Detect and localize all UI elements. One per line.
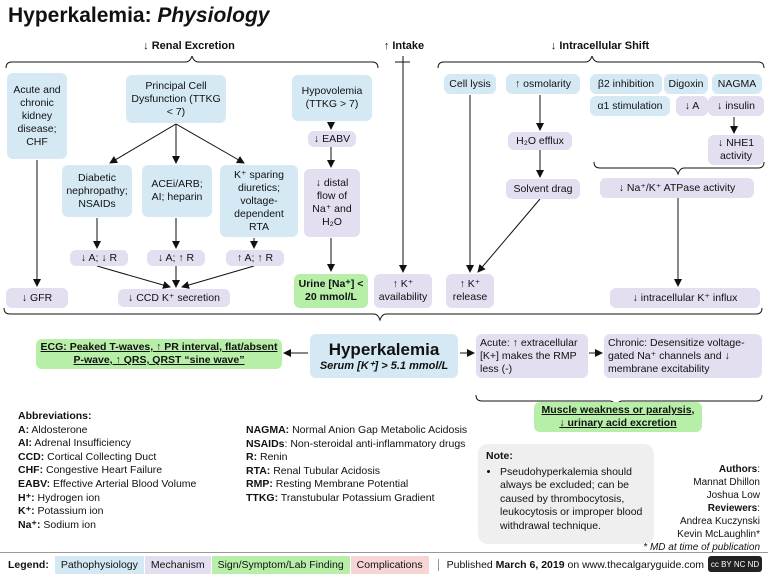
legend-mechanism: Mechanism [144, 556, 211, 574]
abbr-row: H⁺: Hydrogen ion [18, 491, 100, 504]
abbreviations-col2: NAGMA: Normal Anion Gap Metabolic Acidos… [246, 424, 467, 506]
aldo-renin-2-box: ↓ A; ↑ R [147, 250, 205, 266]
note-box: Note: Pseudohyperkalemia should always b… [478, 444, 654, 544]
urine-sodium-box: Urine [Na⁺] < 20 mmol/L [294, 274, 368, 308]
reviewers-label: Reviewers [707, 503, 758, 514]
authors-block: Authors: Mannat Dhillon Joshua Low Revie… [643, 464, 760, 553]
page-title: Hyperkalemia: Physiology [8, 4, 270, 27]
legend-complications: Complications [350, 556, 429, 574]
abbr-row: RMP: Resting Membrane Potential [246, 478, 409, 491]
reviewer-name: Kevin McLaughlin* [677, 529, 760, 540]
abbr-row: Na⁺: Sodium ion [18, 518, 96, 531]
eabv-box: ↓ EABV [308, 131, 356, 147]
k-availability-box: ↑ K⁺ availability [374, 274, 432, 308]
aldo-renin-3-box: ↑ A; ↑ R [226, 250, 284, 266]
abbr-row: TTKG: Transtubular Potassium Gradient [246, 491, 435, 504]
nagma-box: NAGMA [712, 74, 762, 94]
hyperkalemia-title: Hyperkalemia [328, 339, 440, 359]
hypovolemia-box: Hypovolemia (TTKG > 7) [292, 75, 372, 121]
k-release-box: ↑ K⁺ release [446, 274, 494, 308]
intake-header: ↑ Intake [372, 36, 436, 56]
authors-label: Authors [718, 464, 758, 475]
muscle-weakness-box: Muscle weakness or paralysis, ↓ urinary … [534, 402, 702, 432]
a1-stimulation-box: α1 stimulation [590, 96, 670, 116]
acute-effect-box: Acute: ↑ extracellular [K+] makes the RM… [476, 334, 588, 378]
b2-inhibition-box: β2 inhibition [590, 74, 662, 94]
abbreviations-col1: Abbreviations: A: Aldosterone AI: Adrena… [18, 410, 196, 532]
k-influx-box: ↓ intracellular K⁺ influx [610, 288, 760, 308]
abbr-row: K⁺: Potassium ion [18, 505, 104, 518]
gfr-box: ↓ GFR [6, 288, 68, 308]
abbr-row: CHF: Congestive Heart Failure [18, 464, 163, 477]
h2o-efflux-box: H₂O efflux [508, 132, 572, 150]
aldo-renin-1-box: ↓ A; ↓ R [70, 250, 128, 266]
legend-pathophysiology: Pathophysiology [54, 556, 144, 574]
serum-k-criteria: Serum [K⁺] > 5.1 mmol/L [319, 359, 449, 372]
ccd-secretion-box: ↓ CCD K⁺ secretion [118, 289, 230, 307]
abbr-row: A: Aldosterone [18, 423, 88, 436]
digoxin-box: Digoxin [664, 74, 708, 94]
note-text: Pseudohyperkalemia should always be excl… [500, 466, 646, 534]
abbreviations-heading: Abbreviations: [18, 410, 92, 422]
md-footnote: * MD at time of publication [643, 542, 760, 553]
distal-flow-box: ↓ distal flow of Na⁺ and H₂O [304, 169, 360, 237]
note-heading: Note: [486, 450, 513, 462]
legend-sign: Sign/Symptom/Lab Finding [211, 556, 350, 574]
principal-cell-box: Principal Cell Dysfunction (TTKG < 7) [126, 75, 226, 123]
solvent-drag-box: Solvent drag [506, 179, 580, 199]
chronic-effect-box: Chronic: Desensitize voltage-gated Na⁺ c… [604, 334, 762, 378]
abbr-row: RTA: Renal Tubular Acidosis [246, 464, 381, 477]
published-line: Published March 6, 2019 on www.thecalgar… [437, 559, 704, 571]
intracellular-shift-header: ↓ Intracellular Shift [538, 36, 662, 56]
cc-license-icon: cc BY NC ND [708, 556, 762, 572]
reviewer-name: Andrea Kuczynski [679, 516, 760, 527]
abbr-row: EABV: Effective Arterial Blood Volume [18, 477, 197, 490]
cell-lysis-box: Cell lysis [444, 74, 496, 94]
ecg-box: ECG: Peaked T-waves, ↑ PR interval, flat… [36, 339, 282, 369]
abbr-row: CCD: Cortical Collecting Duct [18, 450, 157, 463]
legend-label: Legend: [8, 559, 49, 571]
abbr-row: NAGMA: Normal Anion Gap Metabolic Acidos… [246, 424, 468, 436]
footer-legend: Legend: Pathophysiology Mechanism Sign/S… [0, 552, 768, 577]
diabetic-nephropathy-box: Diabetic nephropathy; NSAIDs [62, 165, 132, 217]
acei-box: ACEi/ARB; AI; heparin [142, 165, 212, 217]
abbr-row: AI: Adrenal Insufficiency [18, 437, 132, 450]
renal-excretion-header: ↓ Renal Excretion [126, 36, 252, 56]
nhe1-box: ↓ NHE1 activity [708, 135, 764, 165]
insulin-box: ↓ insulin [708, 96, 764, 116]
atpase-box: ↓ Na⁺/K⁺ ATPase activity [600, 178, 754, 198]
osmolarity-box: ↑ osmolarity [506, 74, 580, 94]
author-name: Joshua Low [706, 490, 760, 501]
abbr-row: R: Renin [246, 451, 288, 464]
digoxin-a-box: ↓ A [676, 96, 708, 116]
hyperkalemia-box: Hyperkalemia Serum [K⁺] > 5.1 mmol/L [310, 334, 458, 378]
ckd-box: Acute and chronic kidney disease; CHF [7, 73, 67, 159]
k-sparing-box: K⁺ sparing diuretics; voltage-dependent … [220, 165, 298, 237]
author-name: Mannat Dhillon [693, 477, 760, 488]
abbr-row: NSAIDs: Non-steroidal anti-inflammatory … [246, 437, 466, 450]
